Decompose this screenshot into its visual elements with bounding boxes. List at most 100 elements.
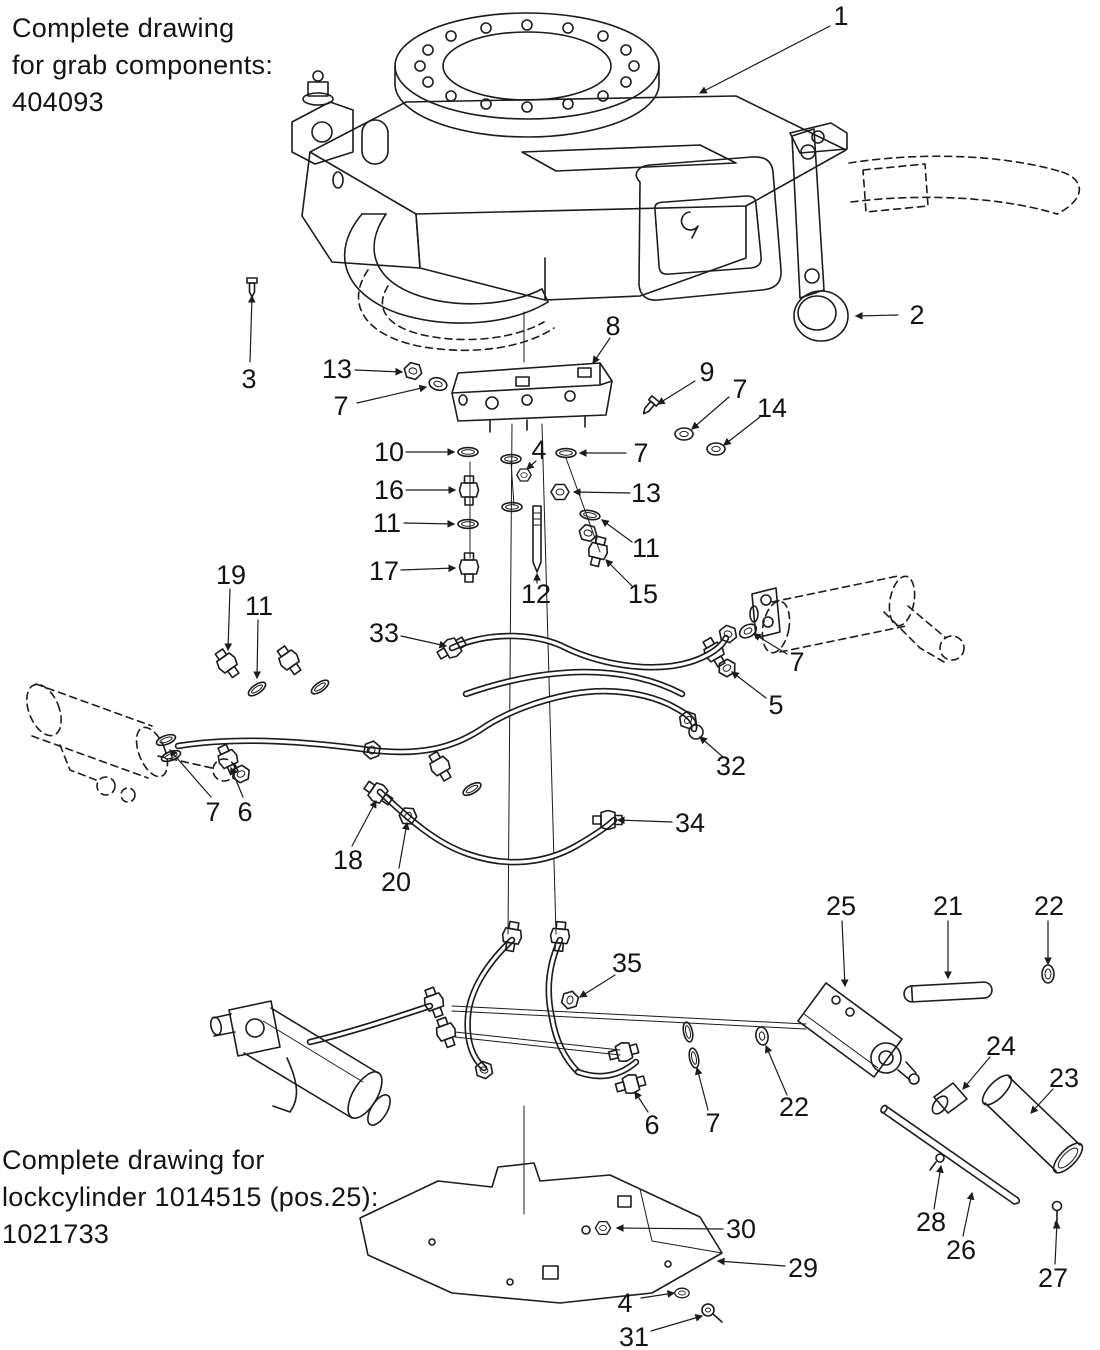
leader-3 — [247, 294, 256, 363]
leader-13b — [572, 488, 631, 497]
valve-block — [451, 362, 613, 433]
nut-part13 — [401, 360, 425, 382]
callout-7e: 7 — [205, 797, 220, 827]
ring-part22 — [753, 1025, 771, 1047]
callout-11c: 11 — [245, 591, 273, 621]
note-lockcylinder: Complete drawing for lockcylinder 101451… — [2, 1142, 379, 1253]
callout-4b: 4 — [617, 1288, 632, 1318]
washer-part7 — [674, 427, 694, 441]
leader-7f — [694, 1066, 709, 1111]
lock-cylinder-part25 — [797, 982, 920, 1085]
nut-part30 — [594, 1220, 612, 1236]
callout-21: 21 — [933, 891, 963, 921]
callout-5: 5 — [768, 690, 783, 720]
rod-part26 — [880, 1104, 1021, 1205]
leader-14 — [723, 416, 761, 446]
pin-part28 — [929, 1153, 945, 1171]
leader-13a — [354, 367, 404, 376]
callout-7c: 7 — [633, 438, 648, 468]
leader-28 — [933, 1164, 944, 1210]
callout-29: 29 — [788, 1253, 818, 1283]
oring-part11 — [457, 518, 479, 530]
leader-7b — [691, 396, 730, 430]
link-frame — [635, 156, 782, 301]
note-grab-components: Complete drawing for grab components: 40… — [12, 10, 273, 121]
callout-32: 32 — [716, 751, 746, 781]
note-line: for grab components: — [12, 50, 274, 80]
bolt-part31 — [701, 1303, 723, 1323]
callout-11b: 11 — [632, 533, 660, 563]
plug-part4 — [516, 468, 532, 482]
leader-31 — [650, 1314, 704, 1332]
leader-15 — [605, 559, 633, 587]
callout-18: 18 — [333, 845, 363, 875]
leader-26 — [962, 1191, 975, 1237]
hoses-lower — [306, 919, 807, 1098]
callout-25: 25 — [826, 891, 856, 921]
callout-24: 24 — [986, 1031, 1016, 1061]
oring — [501, 501, 523, 513]
leader-11c — [253, 619, 262, 680]
callout-3: 3 — [241, 364, 256, 394]
leader-11b — [601, 519, 633, 543]
note-line: 404093 — [12, 87, 104, 117]
nipple — [423, 748, 457, 785]
oring-part7 — [154, 731, 178, 749]
leader-23 — [1030, 1088, 1054, 1114]
callout-12: 12 — [521, 579, 551, 609]
oring — [460, 779, 484, 799]
callout-6b: 6 — [644, 1110, 659, 1140]
callout-6a: 6 — [237, 797, 252, 827]
leader-32 — [699, 736, 724, 758]
leader-6b — [634, 1091, 649, 1113]
callout-14: 14 — [757, 393, 787, 423]
callout-22a: 22 — [1034, 891, 1064, 921]
nipple — [272, 642, 307, 679]
hoses-middle — [174, 623, 740, 866]
note-line: Complete drawing for — [2, 1145, 265, 1175]
screw-part27 — [1051, 1200, 1063, 1225]
leader-24 — [962, 1056, 991, 1090]
leader-30 — [615, 1224, 724, 1232]
leader-5 — [731, 671, 767, 699]
callout-13a: 13 — [322, 354, 352, 384]
leader-4a — [526, 460, 537, 470]
callout-2: 2 — [909, 300, 924, 330]
left-fitting-cluster — [210, 642, 332, 700]
screw-part9 — [638, 395, 661, 418]
callout-23: 23 — [1049, 1063, 1079, 1093]
leader-9 — [657, 380, 696, 405]
washer-part7 — [426, 375, 450, 393]
callout-4a: 4 — [531, 435, 546, 465]
grab-arm-ghost — [357, 269, 555, 352]
elbow-part32 — [688, 724, 704, 740]
callout-7a: 7 — [333, 391, 348, 421]
right-cylinder-fittings — [697, 620, 760, 680]
callout-35: 35 — [612, 948, 642, 978]
oring-part7 — [680, 1020, 696, 1044]
callout-34: 34 — [675, 808, 705, 838]
leader-22b — [765, 1044, 788, 1096]
callout-22b: 22 — [779, 1092, 809, 1122]
crane-arm-ghost — [848, 155, 1080, 215]
screw-part3 — [246, 277, 258, 298]
nut-part5 — [714, 656, 740, 680]
callout-11a: 11 — [373, 508, 401, 538]
leader-11a — [403, 519, 456, 528]
callout-26: 26 — [946, 1235, 976, 1265]
leader-2 — [854, 311, 899, 320]
note-line: 1021733 — [2, 1219, 110, 1249]
callout-9: 9 — [699, 357, 714, 387]
nipple — [419, 984, 449, 1021]
rotator-assembly — [291, 12, 1080, 352]
callout-17: 17 — [369, 556, 399, 586]
nipple-part19 — [210, 645, 245, 682]
callout-33: 33 — [369, 618, 399, 648]
oring-part11 — [578, 508, 602, 522]
callout-27: 27 — [1038, 1263, 1068, 1293]
oring-part11 — [245, 678, 269, 700]
leader-7e — [169, 749, 212, 798]
callout-1: 1 — [833, 1, 848, 31]
